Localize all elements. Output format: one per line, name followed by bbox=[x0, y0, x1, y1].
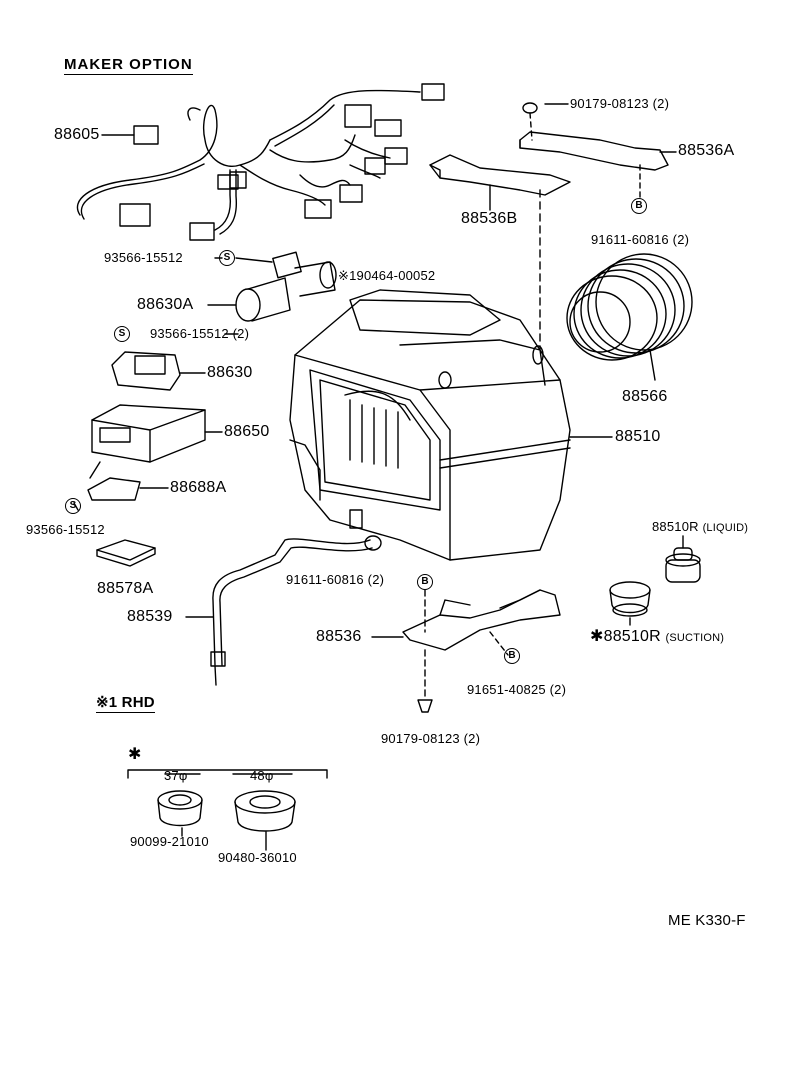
part-88650-label: 88650 bbox=[224, 423, 270, 440]
part-88510r-liquid-sub: (LIQUID) bbox=[702, 522, 749, 534]
evaporator-unit-drawing bbox=[289, 289, 613, 561]
wire-harness-drawing bbox=[76, 83, 445, 241]
part-93566-a-label: 93566-15512 bbox=[104, 250, 183, 265]
part-91651-label: 91651-40825 (2) bbox=[467, 682, 567, 697]
rhd-star-mark: ✱ bbox=[128, 746, 142, 763]
part-88536a-label: 88536A bbox=[678, 142, 735, 159]
part-88539-label: 88539 bbox=[127, 608, 173, 625]
part-88566-label: 88566 bbox=[622, 388, 668, 405]
b-symbol-b: B bbox=[417, 574, 433, 590]
figure-code: ME K330-F bbox=[668, 912, 746, 929]
b-symbol-c: B bbox=[504, 648, 520, 664]
part-93566-b-label: 93566-15512 (2) bbox=[150, 326, 250, 341]
lower-bracket-drawing bbox=[371, 589, 561, 713]
part-88510-label: 88510 bbox=[615, 428, 661, 445]
part-88510r-suction-label: ✱88510R (SUCTION) bbox=[590, 626, 724, 646]
part-93566-c-label: 93566-15512 bbox=[26, 522, 105, 537]
maker-option-heading: MAKER OPTION bbox=[64, 56, 193, 75]
part-88630-label: 88630 bbox=[207, 364, 253, 381]
part-91611-a-label: 91611-60816 (2) bbox=[591, 232, 690, 247]
part-90179-a-label: 90179-08123 (2) bbox=[570, 96, 670, 111]
b-symbol-a: B bbox=[631, 198, 647, 214]
air-duct-drawing bbox=[566, 253, 693, 381]
part-88510r-liquid-number: 88510R bbox=[652, 519, 699, 534]
s-symbol-a: S bbox=[219, 250, 235, 266]
part-90099-label: 90099-21010 bbox=[130, 834, 209, 849]
s-symbol-c: S bbox=[65, 498, 81, 514]
part-88510r-liquid-label: 88510R (LIQUID) bbox=[652, 519, 748, 534]
part-88605-label: 88605 bbox=[54, 126, 100, 143]
left-parts-drawing bbox=[87, 251, 382, 686]
part-88510r-suction-number: ✱88510R bbox=[590, 628, 661, 645]
rhd-grommets-drawing bbox=[127, 769, 328, 851]
part-90480-label: 90480-36010 bbox=[218, 850, 297, 865]
part-88578a-label: 88578A bbox=[97, 580, 154, 597]
upper-brackets-drawing bbox=[429, 102, 677, 351]
rhd-heading: ※1 RHD bbox=[96, 694, 155, 713]
part-88536b-label: 88536B bbox=[461, 210, 518, 227]
part-91611-b-label: 91611-60816 (2) bbox=[286, 572, 385, 587]
size-48-label: 48φ bbox=[250, 768, 274, 783]
part-88688a-label: 88688A bbox=[170, 479, 227, 496]
part-88536-label: 88536 bbox=[316, 628, 362, 645]
size-37-label: 37φ bbox=[164, 768, 188, 783]
part-90179-b-label: 90179-08123 (2) bbox=[381, 731, 481, 746]
s-symbol-b: S bbox=[114, 326, 130, 342]
part-190464-label: ※190464-00052 bbox=[338, 268, 436, 283]
part-88510r-suction-sub: (SUCTION) bbox=[665, 632, 725, 644]
grommets-drawing bbox=[609, 535, 701, 626]
part-88630a-label: 88630A bbox=[137, 296, 194, 313]
